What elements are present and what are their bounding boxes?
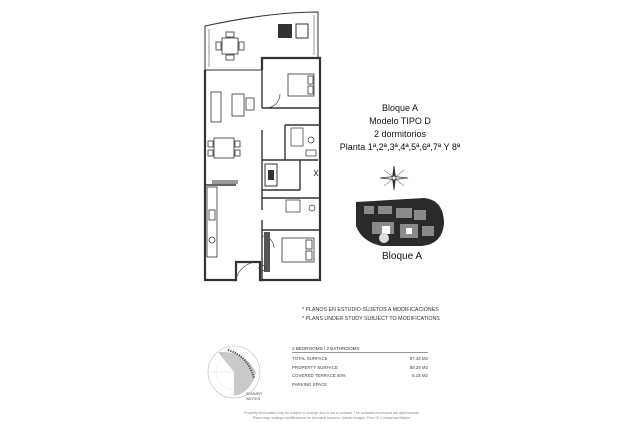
- legend-winter: WINTER: [246, 397, 261, 401]
- surface-value: 89.29 M2: [409, 364, 428, 370]
- bedroom-count: 2 dormitorios: [373, 129, 427, 139]
- surface-row: COVERED TERRACE 50% 8.15 M2: [292, 372, 428, 381]
- disclaimer-line: Plans may undergo modifications for tech…: [252, 416, 412, 420]
- note-english: * PLANS UNDER STUDY SUBJECT TO MODIFICAT…: [302, 316, 440, 322]
- terrace-dining-set: [215, 31, 245, 61]
- plan-notes: * PLANOS EN ESTUDIO SUJETOS A MODIFICACI…: [302, 306, 440, 324]
- model-name: Modelo TIPO D: [369, 116, 431, 126]
- hallway-closet: [264, 163, 278, 187]
- surface-label: PARKING SPACE: [292, 381, 328, 387]
- sun-path-diagram: [207, 345, 261, 399]
- surface-value: 8.15 M2: [412, 373, 428, 378]
- block-name: Bloque A: [381, 103, 419, 113]
- surface-table: 2 BEDROOMS / 2 BATHROOMS TOTAL SURFACE 9…: [292, 346, 428, 389]
- surface-row: PARKING SPACE: [292, 381, 428, 390]
- surface-divider: [292, 352, 428, 353]
- kitchen-island: [212, 180, 238, 184]
- terrace-balustrade: [208, 15, 315, 67]
- door-swing-bedroom1: [265, 93, 281, 109]
- building-key-plan: [356, 198, 444, 246]
- terrace-lounge-chairs: [278, 23, 309, 39]
- surface-row: TOTAL SURFACE 97.44 M2: [292, 355, 428, 364]
- note-spanish: * PLANOS EN ESTUDIO SUJETOS A MODIFICACI…: [302, 307, 439, 313]
- bedroom2-wardrobe: [264, 232, 270, 272]
- dining-table: [207, 137, 241, 159]
- door-swing-bedroom2: [261, 235, 275, 249]
- plan-title-block: Bloque A Modelo TIPO D 2 dormitorios Pla…: [330, 102, 470, 154]
- bathroom1-fixtures: [290, 127, 317, 157]
- floor-levels: Planta 1ª,2ª,3ª,4ª,5ª,6ª,7ª Y 8ª: [339, 142, 461, 152]
- bathroom2-fixtures: [285, 169, 319, 213]
- surface-row: PROPERTY SURFACE 89.29 M2: [292, 364, 428, 373]
- surface-label: TOTAL SURFACE: [292, 356, 328, 361]
- living-sofa: [210, 91, 255, 123]
- legal-disclaimer: Property information may be subject to c…: [212, 411, 452, 421]
- bedroom2-bed: [281, 237, 315, 263]
- sun-legend: SUMMER WINTER: [246, 392, 262, 402]
- kitchen-counter: [206, 186, 218, 258]
- apartment-outline: [203, 56, 322, 282]
- door-swing-entry: [235, 261, 259, 281]
- legend-summer: SUMMER: [246, 392, 262, 396]
- interior-walls: [205, 70, 320, 280]
- entrance-marker: [258, 264, 266, 272]
- compass-rose-icon: [379, 165, 409, 191]
- bedroom1-bed: [287, 73, 315, 97]
- surface-value: 97.44 M2: [409, 356, 428, 361]
- surface-label: PROPERTY SURFACE: [292, 364, 338, 370]
- surface-label: COVERED TERRACE 50%: [292, 373, 346, 378]
- disclaimer-line: Property information may be subject to c…: [244, 411, 420, 415]
- key-plan-label: Bloque A: [382, 251, 423, 262]
- surface-heading: 2 BEDROOMS / 2 BATHROOMS: [292, 346, 360, 351]
